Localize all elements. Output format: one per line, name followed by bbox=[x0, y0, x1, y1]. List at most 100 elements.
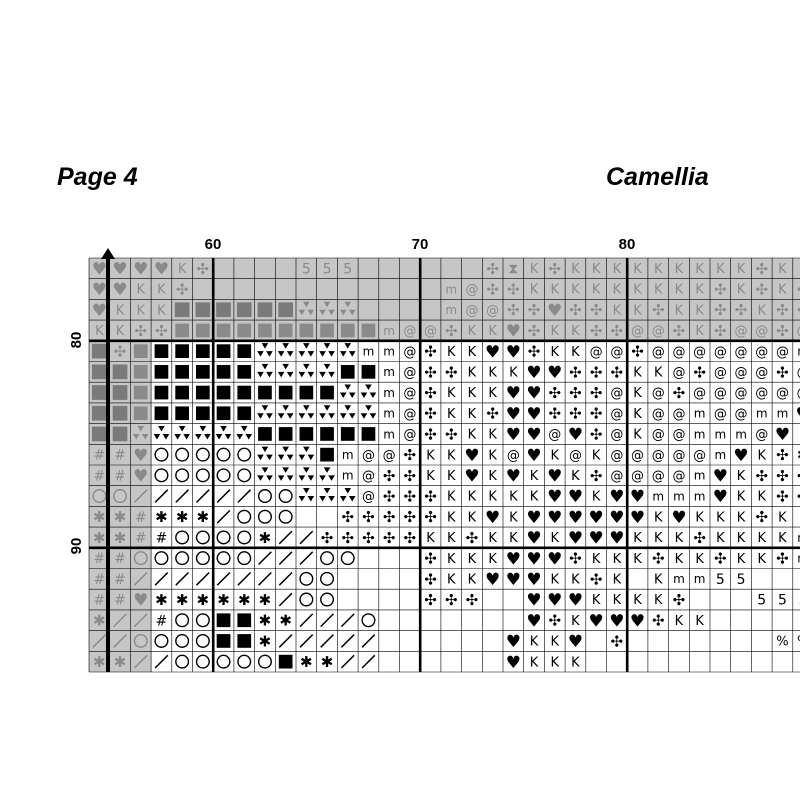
svg-text:K: K bbox=[799, 428, 800, 443]
triangles-symbol bbox=[132, 425, 149, 440]
column-number-80: 80 bbox=[618, 236, 636, 253]
svg-text:@: @ bbox=[755, 345, 768, 360]
svg-text:K: K bbox=[633, 428, 642, 443]
k-symbol: K bbox=[737, 531, 746, 546]
svg-text:✣: ✣ bbox=[611, 363, 624, 381]
gray-cell bbox=[174, 302, 190, 318]
heart-symbol: ♥ bbox=[775, 425, 790, 445]
k-symbol: K bbox=[695, 614, 704, 629]
gray-cell bbox=[216, 302, 231, 318]
spiral-symbol: @ bbox=[735, 345, 748, 360]
circle-symbol bbox=[133, 551, 148, 566]
svg-text:K: K bbox=[592, 552, 601, 567]
svg-text:✣: ✣ bbox=[424, 405, 437, 423]
stitched-cell-background bbox=[606, 258, 628, 279]
spiral-symbol: @ bbox=[465, 303, 478, 318]
k-symbol: K bbox=[447, 573, 456, 588]
stitched-cell-background bbox=[792, 258, 800, 279]
cross-symbol: ✣ bbox=[155, 322, 168, 340]
slash-symbol bbox=[340, 654, 355, 669]
stitched-cell-background bbox=[151, 320, 172, 341]
svg-text:♥: ♥ bbox=[506, 466, 521, 486]
k-symbol: K bbox=[592, 552, 601, 567]
spiral-symbol: @ bbox=[652, 469, 665, 484]
stitched-cell-background bbox=[627, 278, 648, 300]
triangles-symbol bbox=[277, 405, 294, 419]
k-symbol: K bbox=[695, 552, 704, 567]
cross-symbol: ✣ bbox=[590, 384, 603, 402]
asterisk-symbol: ✱ bbox=[93, 529, 106, 547]
svg-text:✣: ✣ bbox=[486, 405, 499, 423]
circle-symbol bbox=[320, 551, 335, 566]
stitched-cell-background bbox=[233, 258, 255, 279]
circle-symbol bbox=[237, 468, 252, 483]
svg-text:✣: ✣ bbox=[590, 467, 603, 485]
svg-text:K: K bbox=[488, 448, 497, 463]
svg-text:K: K bbox=[633, 593, 642, 608]
svg-text:✣: ✣ bbox=[776, 301, 789, 319]
k-symbol: K bbox=[613, 303, 622, 318]
svg-text:K: K bbox=[654, 262, 663, 277]
cross-symbol: ✣ bbox=[134, 322, 147, 340]
circle-symbol bbox=[216, 654, 231, 669]
svg-text:K: K bbox=[695, 303, 704, 318]
k-symbol: K bbox=[488, 448, 497, 463]
circle-symbol bbox=[175, 633, 190, 648]
svg-text:@: @ bbox=[672, 345, 685, 360]
heart-symbol: ♥ bbox=[547, 508, 562, 528]
svg-text:m: m bbox=[363, 344, 375, 358]
cross-symbol: ✣ bbox=[714, 301, 727, 319]
triangles-symbol bbox=[257, 363, 273, 378]
square-symbol bbox=[175, 406, 189, 421]
spiral-symbol: @ bbox=[755, 324, 768, 339]
square-symbol bbox=[278, 427, 293, 441]
stitched-cell-background bbox=[192, 258, 214, 279]
asterisk-symbol: ✱ bbox=[114, 508, 127, 526]
heart-symbol: ♥ bbox=[568, 508, 583, 528]
svg-text:♥: ♥ bbox=[526, 549, 541, 569]
center-arrow-icon bbox=[101, 248, 115, 259]
triangles-symbol bbox=[277, 446, 294, 461]
heart-symbol: ♥ bbox=[630, 611, 645, 631]
circle-symbol bbox=[195, 447, 210, 462]
square-symbol bbox=[175, 344, 189, 358]
cross-symbol: ✣ bbox=[755, 260, 768, 278]
circle-symbol bbox=[175, 654, 190, 669]
svg-text:#: # bbox=[135, 530, 147, 546]
svg-text:♥: ♥ bbox=[506, 322, 521, 342]
svg-text:✣: ✣ bbox=[404, 529, 417, 547]
k-symbol: K bbox=[633, 283, 642, 298]
k-symbol: K bbox=[675, 614, 684, 629]
stitched-cell-background bbox=[647, 258, 669, 279]
svg-text:K: K bbox=[654, 366, 663, 381]
svg-text:m: m bbox=[694, 427, 706, 441]
stitched-cell-background bbox=[171, 278, 193, 300]
k-symbol: K bbox=[613, 573, 622, 588]
stitched-cell-background bbox=[482, 258, 503, 279]
svg-text:✣: ✣ bbox=[755, 467, 768, 485]
stitched-cell-background bbox=[89, 444, 110, 465]
svg-text:m: m bbox=[383, 344, 395, 358]
svg-text:♥: ♥ bbox=[506, 425, 521, 445]
svg-text:K: K bbox=[447, 448, 456, 463]
circle-symbol bbox=[257, 654, 272, 669]
stitched-cell-background bbox=[606, 299, 628, 321]
svg-text:♥: ♥ bbox=[568, 591, 583, 611]
triangles-symbol bbox=[298, 446, 315, 461]
svg-text:♥: ♥ bbox=[609, 508, 624, 528]
stitched-cell-background bbox=[585, 320, 607, 341]
heart-symbol: ♥ bbox=[485, 342, 500, 362]
heart-symbol: ♥ bbox=[526, 611, 541, 631]
stitched-cell-background bbox=[627, 258, 648, 279]
heart-symbol: ♥ bbox=[630, 487, 645, 507]
k-symbol: K bbox=[799, 428, 800, 443]
svg-text:K: K bbox=[675, 531, 684, 546]
stitched-cell-background bbox=[523, 258, 545, 279]
svg-text:K: K bbox=[509, 510, 518, 525]
svg-text:@: @ bbox=[797, 366, 800, 381]
svg-text:✣: ✣ bbox=[528, 301, 541, 319]
svg-text:✣: ✣ bbox=[507, 301, 520, 319]
heart-symbol: ♥ bbox=[547, 487, 562, 507]
svg-text:✣: ✣ bbox=[776, 550, 789, 568]
circle-symbol bbox=[278, 509, 293, 524]
